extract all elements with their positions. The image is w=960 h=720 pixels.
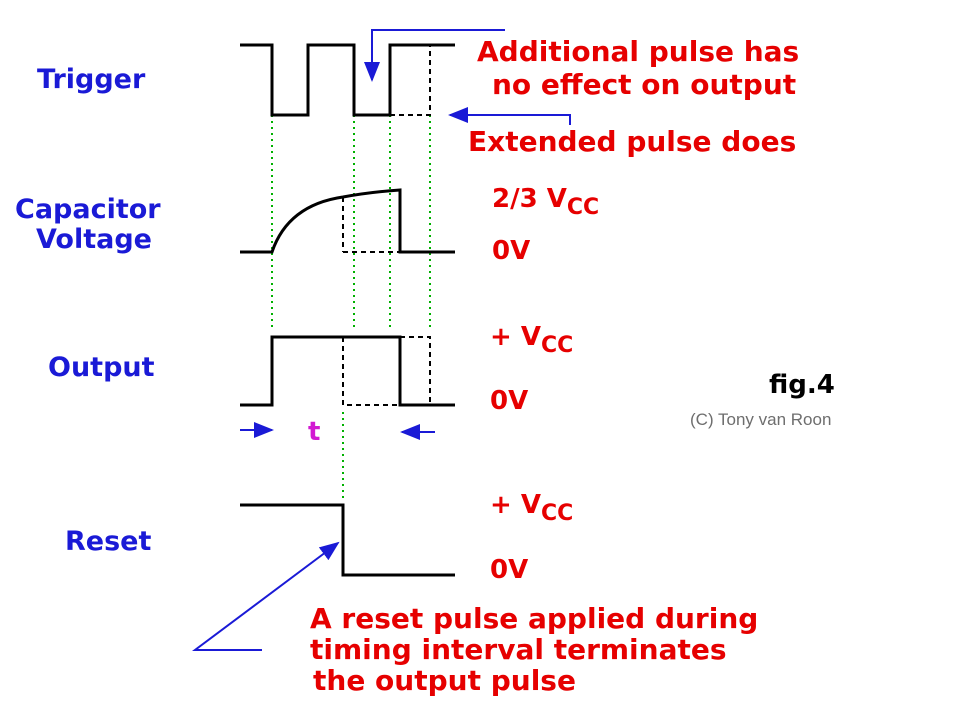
additional-pulse-note-line2: no effect on output	[492, 68, 796, 101]
capacitor-low-level: 0V	[492, 236, 530, 266]
reset-low-level: 0V	[490, 555, 528, 585]
reset-high-level: + VCC	[490, 490, 573, 526]
reset-label: Reset	[65, 526, 151, 557]
output-extended-dash	[400, 336, 431, 405]
output-high-level: + VCC	[490, 322, 573, 358]
additional-pulse-arrow	[364, 29, 505, 82]
reset-waveform	[240, 503, 455, 577]
extended-pulse-note: Extended pulse does	[468, 125, 796, 158]
extended-pulse-arrow	[448, 107, 571, 125]
output-reset-dash	[342, 337, 400, 406]
timing-interval-label: t	[308, 417, 320, 447]
reset-note-line3: the output pulse	[313, 664, 576, 697]
output-waveform	[240, 335, 455, 407]
output-low-level: 0V	[490, 386, 528, 416]
additional-pulse-note-line1: Additional pulse has	[477, 35, 799, 68]
capacitor-label-line2: Voltage	[36, 224, 152, 255]
figure-label: fig.4	[769, 370, 835, 400]
reset-note-line1: A reset pulse applied during	[310, 602, 758, 635]
reset-pulse-arrow	[191, 541, 340, 651]
reset-note-line2: timing interval terminates	[310, 633, 727, 666]
capacitor-label-line1: Capacitor	[15, 194, 161, 225]
credit-text: (C) Tony van Roon	[690, 410, 831, 429]
trigger-extended-pulse	[390, 45, 431, 116]
capacitor-high-level: 2/3 VCC	[492, 184, 599, 220]
trigger-waveform	[240, 43, 455, 117]
trigger-label: Trigger	[37, 64, 146, 95]
output-label: Output	[48, 352, 155, 383]
guide-lines	[271, 115, 431, 498]
